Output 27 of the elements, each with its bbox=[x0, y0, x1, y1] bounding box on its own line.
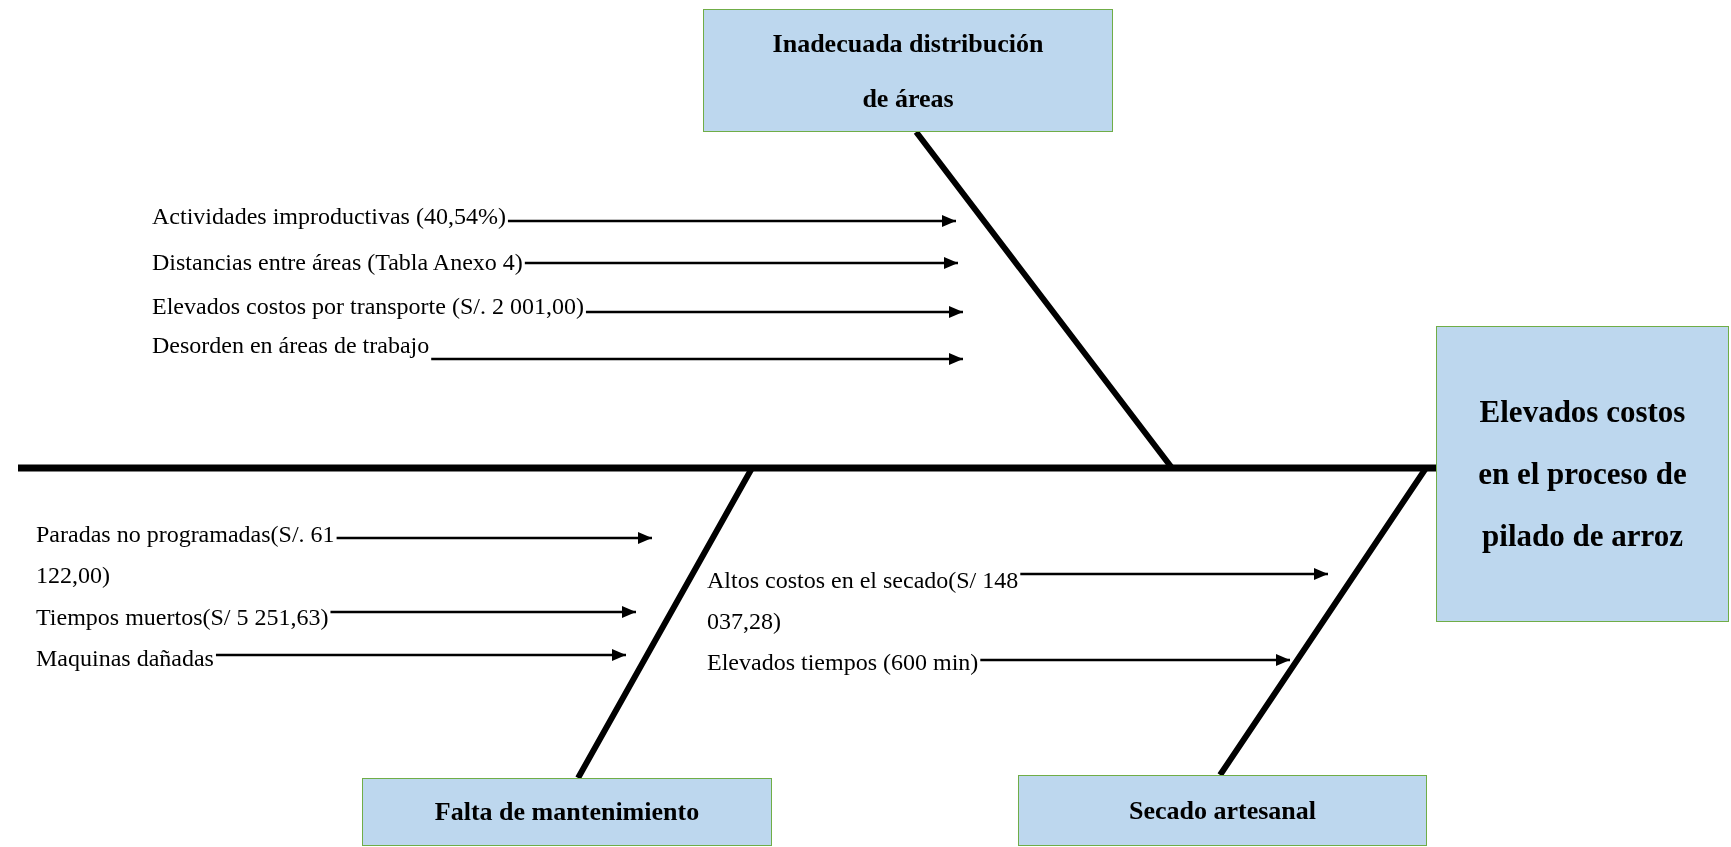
category-box bbox=[1018, 775, 1427, 846]
cause-text: Distancias entre áreas (Tabla Anexo 4) bbox=[152, 249, 523, 275]
cause-text: Elevados tiempos (600 min) bbox=[707, 649, 979, 675]
category-label: Secado artesanal bbox=[1127, 794, 1317, 827]
cause-text: Tiempos muertos(S/ 5 251,63) bbox=[36, 604, 329, 630]
cause-text: Altos costos en el secado(S/ 148 037,28) bbox=[707, 567, 1019, 634]
arrow bbox=[336, 532, 652, 544]
fishbone-bone bbox=[1217, 465, 1436, 777]
category-box bbox=[703, 9, 1113, 132]
arrow bbox=[524, 257, 958, 269]
category-label: Inadecuada distribución de áreas bbox=[771, 27, 1045, 115]
category-box bbox=[362, 778, 772, 846]
arrow bbox=[507, 215, 956, 227]
category-label: Falta de mantenimiento bbox=[433, 796, 701, 828]
effect-label: Elevados costos en el proceso de pilado de arroz bbox=[1477, 393, 1688, 555]
cause-text: Elevados costos por transporte (S/. 2 001,00) bbox=[152, 293, 584, 319]
cause-text: Actividades improductivas (40,54%) bbox=[152, 203, 506, 229]
arrow bbox=[1020, 568, 1328, 580]
arrow bbox=[431, 353, 963, 365]
cause-text: Paradas no programadas(S/. 61 122,00) bbox=[36, 521, 335, 588]
arrow bbox=[585, 306, 963, 318]
arrow bbox=[215, 649, 626, 661]
cause-text: Maquinas dañadas bbox=[36, 645, 214, 671]
arrow bbox=[330, 606, 636, 618]
cause-text: Desorden en áreas de trabajo bbox=[152, 332, 430, 358]
effect-box bbox=[1436, 326, 1729, 622]
arrow bbox=[980, 654, 1290, 666]
